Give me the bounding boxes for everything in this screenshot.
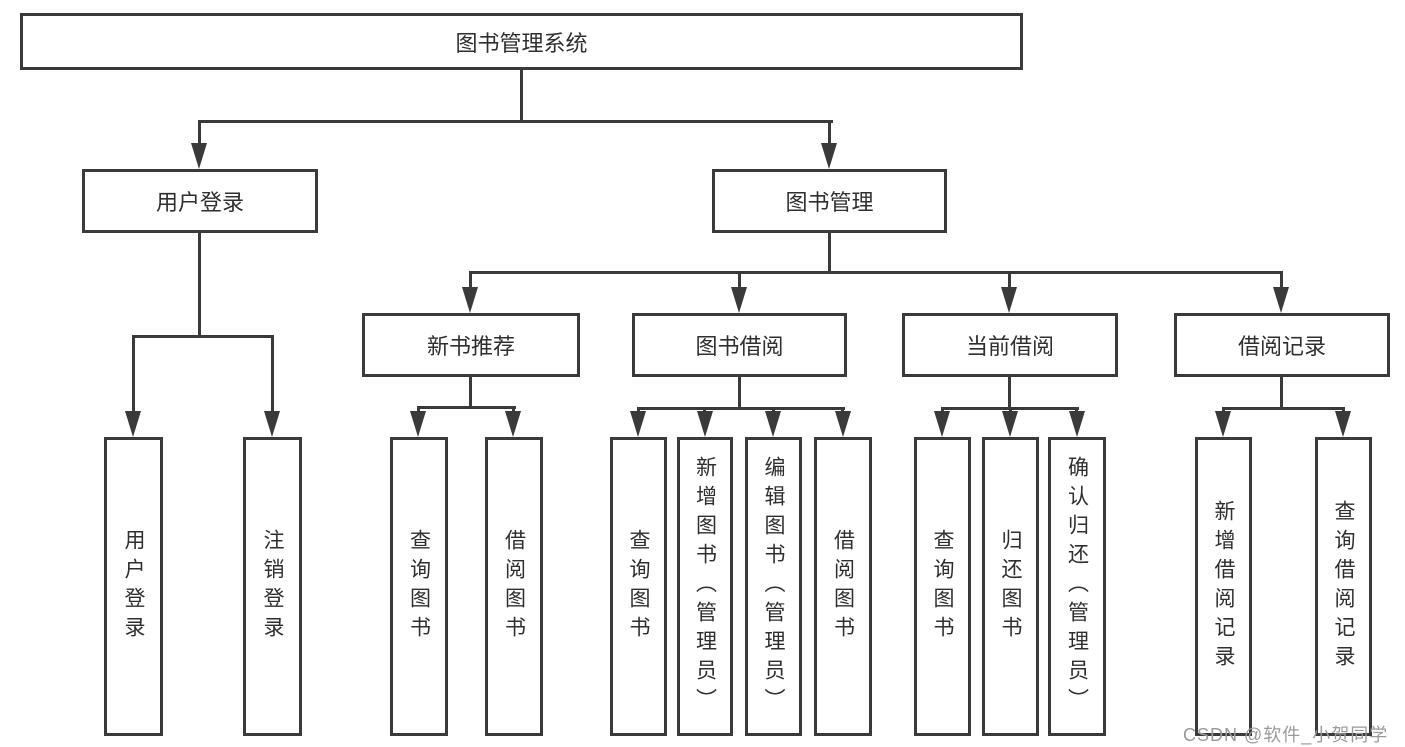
leaf-add-books-admin: 新增图书（管理员） bbox=[677, 437, 733, 736]
leaf-query-books-recommend: 查询图书 bbox=[390, 437, 448, 736]
connector-current-stem bbox=[1008, 377, 1011, 407]
arrow-down-icon bbox=[765, 411, 781, 437]
leaf-return-books: 归还图书 bbox=[982, 437, 1039, 736]
connector-shaft bbox=[1075, 407, 1078, 411]
leaf-query-books-borrowing: 查询图书 bbox=[610, 437, 667, 736]
connector-shaft bbox=[772, 407, 775, 411]
connector-shaft bbox=[841, 407, 844, 411]
node-root-library-system: 图书管理系统 bbox=[20, 13, 1023, 70]
arrow-down-icon bbox=[125, 411, 141, 437]
arrow-down-icon bbox=[462, 287, 478, 313]
connector-shaft bbox=[198, 120, 201, 143]
connector-shaft bbox=[1009, 407, 1012, 411]
leaf-confirm-return-admin: 确认归还（管理员） bbox=[1048, 437, 1106, 736]
connector-records-stem bbox=[1280, 377, 1283, 407]
connector-shaft bbox=[941, 407, 944, 411]
arrow-down-icon bbox=[1001, 287, 1017, 313]
node-borrowing-records: 借阅记录 bbox=[1174, 313, 1390, 377]
node-current-borrowing: 当前借阅 bbox=[902, 313, 1118, 377]
node-book-borrowing: 图书借阅 bbox=[632, 313, 847, 377]
connector-records-rail bbox=[1222, 407, 1345, 410]
arrow-down-icon bbox=[1273, 287, 1289, 313]
connector-shaft bbox=[512, 406, 515, 411]
connector-shaft bbox=[469, 271, 472, 287]
node-book-management: 图书管理 bbox=[712, 169, 947, 233]
connector-root-stem bbox=[520, 70, 523, 120]
connector-shaft bbox=[637, 407, 640, 411]
connector-shaft bbox=[738, 271, 741, 287]
arrow-down-icon bbox=[697, 411, 713, 437]
node-user-login: 用户登录 bbox=[82, 169, 318, 233]
leaf-add-borrow-record: 新增借阅记录 bbox=[1195, 437, 1252, 736]
leaf-borrow-books-borrowing: 借阅图书 bbox=[814, 437, 872, 736]
connector-shaft bbox=[1280, 271, 1283, 287]
connector-shaft bbox=[703, 407, 706, 411]
leaf-logout: 注销登录 bbox=[243, 437, 302, 736]
leaf-query-books-current: 查询图书 bbox=[914, 437, 971, 736]
connector-shaft bbox=[417, 406, 420, 411]
arrow-down-icon bbox=[835, 411, 851, 437]
connector-bookmgmt-rail bbox=[470, 271, 1283, 274]
connector-root-rail bbox=[198, 120, 833, 123]
connector-shaft bbox=[271, 335, 274, 411]
arrow-down-icon bbox=[264, 411, 280, 437]
leaf-borrow-books-recommend: 借阅图书 bbox=[485, 437, 543, 736]
arrow-down-icon bbox=[1335, 411, 1351, 437]
arrow-down-icon bbox=[1002, 411, 1018, 437]
node-new-book-recommendation: 新书推荐 bbox=[362, 313, 580, 377]
arrow-down-icon bbox=[731, 287, 747, 313]
connector-userlogin-rail bbox=[132, 335, 274, 338]
arrow-down-icon bbox=[1215, 411, 1231, 437]
connector-bookmgmt-stem bbox=[828, 233, 831, 271]
connector-shaft bbox=[1222, 407, 1225, 411]
arrow-down-icon bbox=[505, 411, 521, 437]
csdn-watermark: CSDN @软件_小贺同学 bbox=[1183, 725, 1389, 745]
leaf-user-login: 用户登录 bbox=[104, 437, 163, 736]
connector-shaft bbox=[132, 335, 135, 411]
arrow-down-icon bbox=[410, 411, 426, 437]
leaf-edit-books-admin: 编辑图书（管理员） bbox=[745, 437, 802, 736]
arrow-down-icon bbox=[821, 143, 837, 169]
arrow-down-icon bbox=[934, 411, 950, 437]
connector-shaft bbox=[1342, 407, 1345, 411]
connector-borrowing-rail bbox=[637, 407, 845, 410]
connector-userlogin-stem bbox=[198, 233, 201, 335]
arrow-down-icon bbox=[191, 143, 207, 169]
arrow-down-icon bbox=[1069, 411, 1085, 437]
connector-recommend-rail bbox=[417, 406, 516, 409]
connector-shaft bbox=[1008, 271, 1011, 287]
connector-recommend-stem bbox=[469, 377, 472, 406]
connector-shaft bbox=[828, 120, 831, 143]
connector-borrowing-stem bbox=[738, 377, 741, 407]
leaf-query-borrow-record: 查询借阅记录 bbox=[1315, 437, 1372, 736]
arrow-down-icon bbox=[630, 411, 646, 437]
